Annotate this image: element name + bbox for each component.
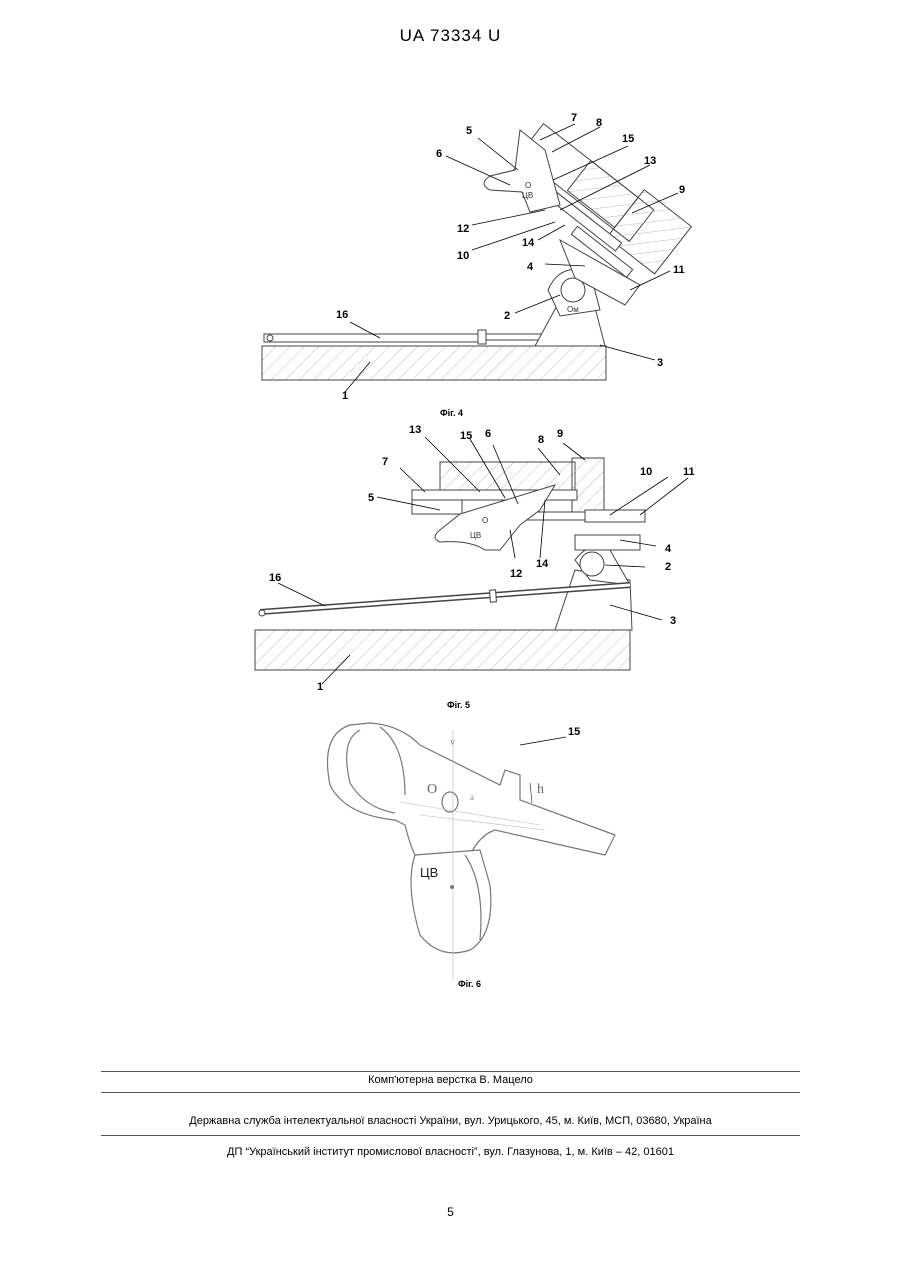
- fig5-label-12: 12: [510, 568, 522, 580]
- fig4-label-14: 14: [522, 237, 535, 249]
- fig5-label-8: 8: [538, 434, 544, 446]
- fig4-label-2: 2: [504, 310, 510, 322]
- fig5-mark-o: O: [482, 516, 488, 525]
- fig5-label-10: 10: [640, 466, 652, 478]
- footer-layout-credit: Комп'ютерна верстка В. Мацело: [0, 1074, 901, 1086]
- footer-rule-3: [101, 1135, 800, 1136]
- fig5-label-4: 4: [665, 543, 672, 555]
- block-9: [572, 458, 604, 518]
- fig4-label-9: 9: [679, 184, 685, 196]
- fig6-label-o: O: [427, 782, 437, 797]
- fig5-mark-cv: ЦВ: [470, 531, 481, 540]
- fig6-label-15: 15: [568, 726, 580, 738]
- figure-5-drawing: 1 2 3 4 5 6 7 8 9 10 11 12 13 14 15 16 O…: [0, 410, 901, 710]
- fig4-label-5: 5: [466, 125, 472, 137]
- footer-office-address: Державна служба інтелектуальної власност…: [0, 1115, 901, 1127]
- footer-rule-2: [101, 1092, 800, 1093]
- figure-4-drawing: 1 2 3 4 5 6 7 8 9 10 11 12 13 14 15 16 O…: [0, 0, 901, 420]
- fig4-mark-o: O: [525, 181, 531, 190]
- lever-body: [328, 723, 616, 855]
- plate-5: [412, 500, 462, 514]
- figure-6-caption: Фіг. 6: [458, 979, 481, 989]
- base-plate: [255, 630, 630, 670]
- fig5-label-6: 6: [485, 428, 491, 440]
- fig4-mark-cv: ЦВ: [522, 191, 533, 200]
- fig4-label-11: 11: [673, 264, 685, 276]
- fig5-label-3: 3: [670, 615, 676, 627]
- page-number: 5: [0, 1205, 901, 1219]
- fig4-mark-om: Ом: [567, 305, 579, 314]
- footer-rule-1: [101, 1071, 800, 1072]
- fig4-label-7: 7: [571, 112, 577, 124]
- fig5-label-5: 5: [368, 492, 374, 504]
- figure-6-drawing: 15 O h v a ЦВ: [0, 705, 901, 985]
- plate-7: [412, 490, 577, 500]
- fig4-label-16: 16: [336, 309, 348, 321]
- fig4-label-12: 12: [457, 223, 469, 235]
- fig5-label-1: 1: [317, 681, 323, 693]
- footer-institute-address: ДП “Український інститут промислової вла…: [0, 1146, 901, 1158]
- base-plate: [262, 346, 606, 380]
- fig6-label-cv: ЦВ: [420, 865, 438, 880]
- fig4-label-8: 8: [596, 117, 602, 129]
- fig6-label-h: h: [537, 782, 544, 797]
- fig5-label-14: 14: [536, 558, 549, 570]
- fig4-label-4: 4: [527, 261, 534, 273]
- arm-4: [575, 535, 640, 550]
- fig4-label-6: 6: [436, 148, 442, 160]
- frame-13: [440, 462, 575, 492]
- fig4-label-13: 13: [644, 155, 656, 167]
- fig5-label-9: 9: [557, 428, 563, 440]
- fig6-label-a: a: [470, 792, 474, 802]
- fig4-label-10: 10: [457, 250, 469, 262]
- fig5-label-11: 11: [683, 466, 695, 478]
- fig4-label-1: 1: [342, 390, 348, 402]
- fig5-label-15: 15: [460, 430, 472, 442]
- fig6-label-v: v: [450, 737, 455, 748]
- fig4-label-3: 3: [657, 357, 663, 369]
- fig5-label-7: 7: [382, 456, 388, 468]
- fig5-label-2: 2: [665, 561, 671, 573]
- fig5-label-16: 16: [269, 572, 281, 584]
- fig5-label-13: 13: [409, 424, 421, 436]
- fig4-label-15: 15: [622, 133, 634, 145]
